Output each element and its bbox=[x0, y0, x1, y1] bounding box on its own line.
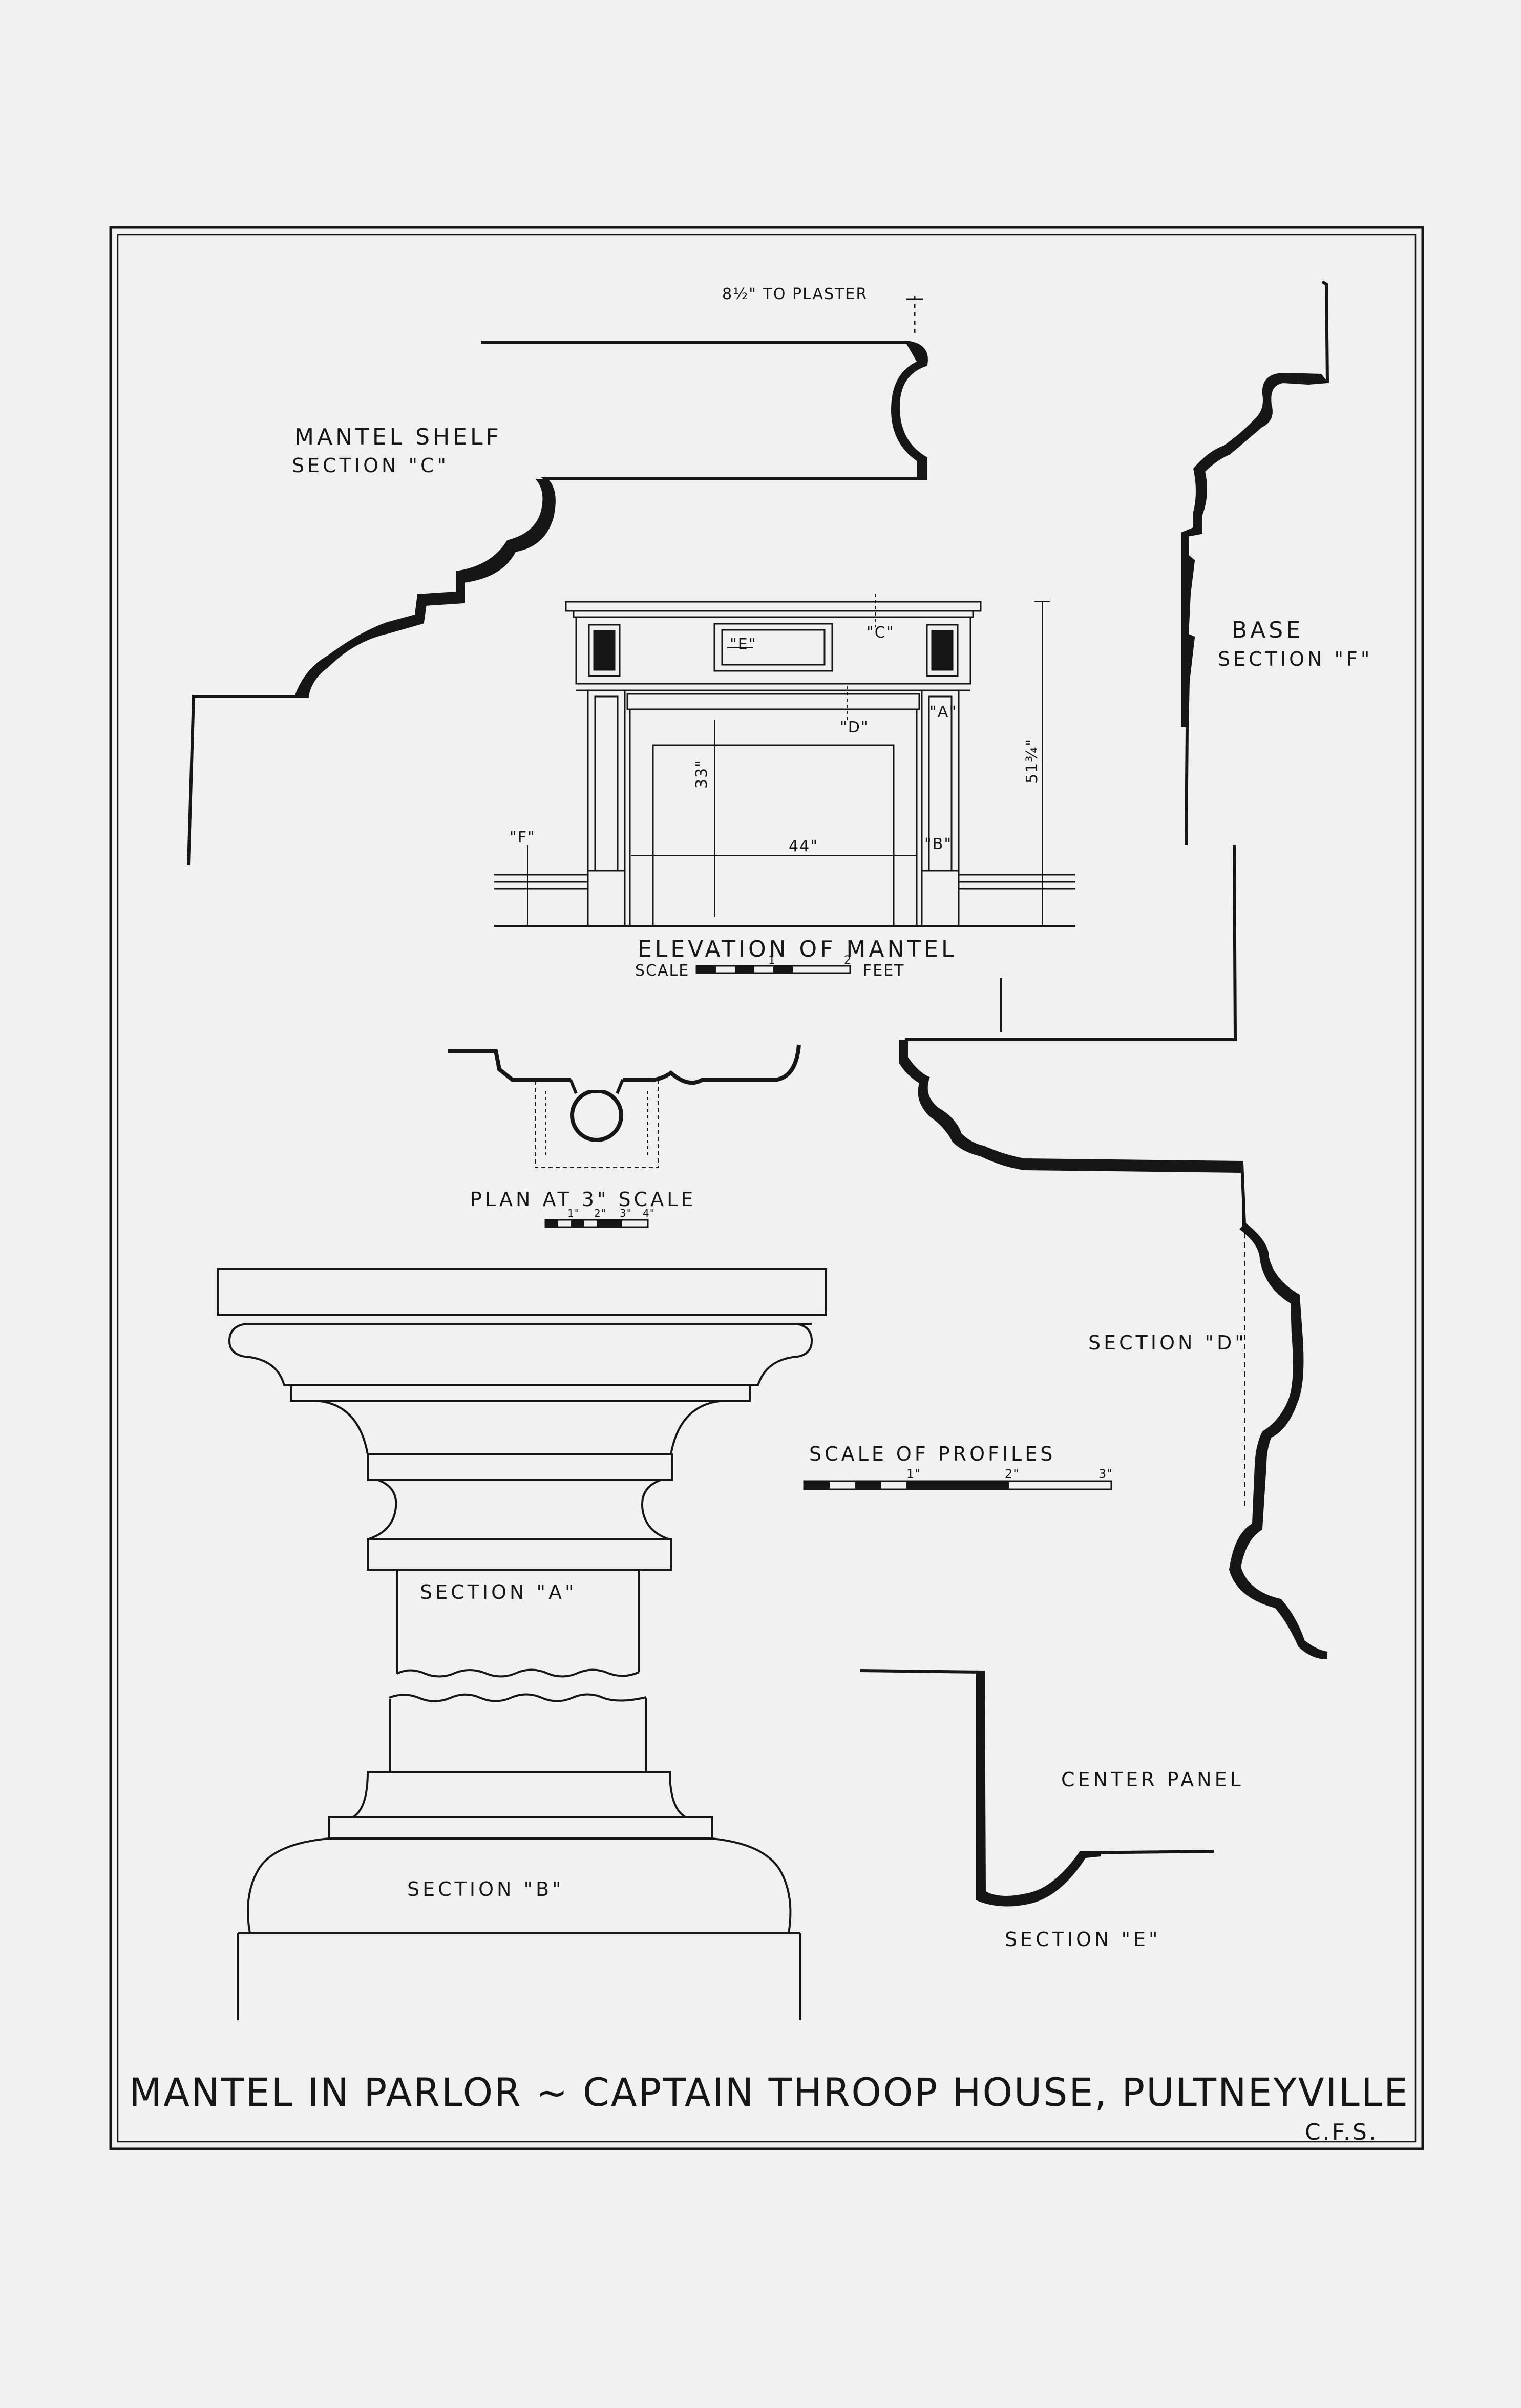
elevation-scale-label: SCALE bbox=[635, 962, 689, 980]
mantel-shelf-profile bbox=[187, 296, 928, 866]
section-b-label: SECTION "B" bbox=[407, 1878, 564, 1900]
plaster-note: 8½" TO PLASTER bbox=[722, 285, 868, 303]
section-d-profile bbox=[899, 844, 1328, 1659]
elevation-scale-tick-2: 2 bbox=[844, 954, 854, 967]
elevation-scale-bar: SCALE 1 2 FEET bbox=[635, 954, 905, 980]
plan-scale-tick-1: 1" bbox=[567, 1207, 580, 1219]
base-section-label: SECTION "F" bbox=[1218, 648, 1372, 670]
elevation-title: ELEVATION OF MANTEL bbox=[638, 936, 957, 962]
plan-scale-tick-2: 2" bbox=[594, 1207, 606, 1219]
center-panel-profile bbox=[860, 1669, 1214, 1907]
plan-scale-bar: 1" 2" 3" 4" bbox=[544, 1207, 655, 1228]
plan-scale-tick-4: 4" bbox=[643, 1207, 655, 1219]
mark-e: "E" bbox=[730, 636, 757, 653]
profile-scale-tick-1: 1" bbox=[906, 1467, 921, 1481]
mark-b: "B" bbox=[924, 835, 952, 853]
column-section-drawing bbox=[217, 1268, 827, 2020]
elevation-scale-tick-1: 1 bbox=[768, 954, 778, 967]
center-panel-label: CENTER PANEL bbox=[1061, 1768, 1244, 1791]
mantel-shelf-section-label: SECTION "C" bbox=[292, 454, 449, 477]
profile-scale-tick-2: 2" bbox=[1005, 1467, 1019, 1481]
elevation-scale-unit: FEET bbox=[863, 962, 905, 980]
plan-scale-tick-3: 3" bbox=[620, 1207, 632, 1219]
mantel-shelf-label: MANTEL SHELF bbox=[294, 424, 502, 450]
drafter-initials: C.F.S. bbox=[1305, 2119, 1378, 2145]
section-d-label: SECTION "D" bbox=[1088, 1332, 1247, 1354]
base-profile bbox=[1181, 280, 1329, 846]
profile-scale-tick-3: 3" bbox=[1098, 1467, 1113, 1481]
scale-of-profiles-label: SCALE OF PROFILES bbox=[809, 1443, 1055, 1465]
mark-a: "A" bbox=[929, 703, 957, 721]
mantel-elevation bbox=[494, 594, 1075, 927]
section-a-label: SECTION "A" bbox=[420, 1581, 577, 1603]
section-e-label: SECTION "E" bbox=[1005, 1928, 1160, 1951]
sheet-border bbox=[109, 226, 1424, 2150]
mark-d: "D" bbox=[840, 719, 869, 736]
mark-f: "F" bbox=[510, 829, 536, 847]
plan-title: PLAN AT 3" SCALE bbox=[470, 1188, 696, 1211]
base-label: BASE bbox=[1232, 617, 1303, 643]
width-opening: 44" bbox=[789, 837, 818, 855]
plan-drawing bbox=[448, 1044, 801, 1168]
elevation-dimension-labels: "E" "C" "D" "A" "B" "F" 33" 44" 51¾" bbox=[510, 624, 1041, 855]
mark-c: "C" bbox=[867, 624, 895, 642]
overall-height: 51¾" bbox=[1023, 738, 1041, 784]
profile-scale-bar: SCALE OF PROFILES 1" 2" 3" bbox=[803, 1443, 1113, 1490]
height-opening: 33" bbox=[693, 759, 711, 789]
drawing-title: MANTEL IN PARLOR ~ CAPTAIN THROOP HOUSE,… bbox=[129, 2069, 1409, 2115]
